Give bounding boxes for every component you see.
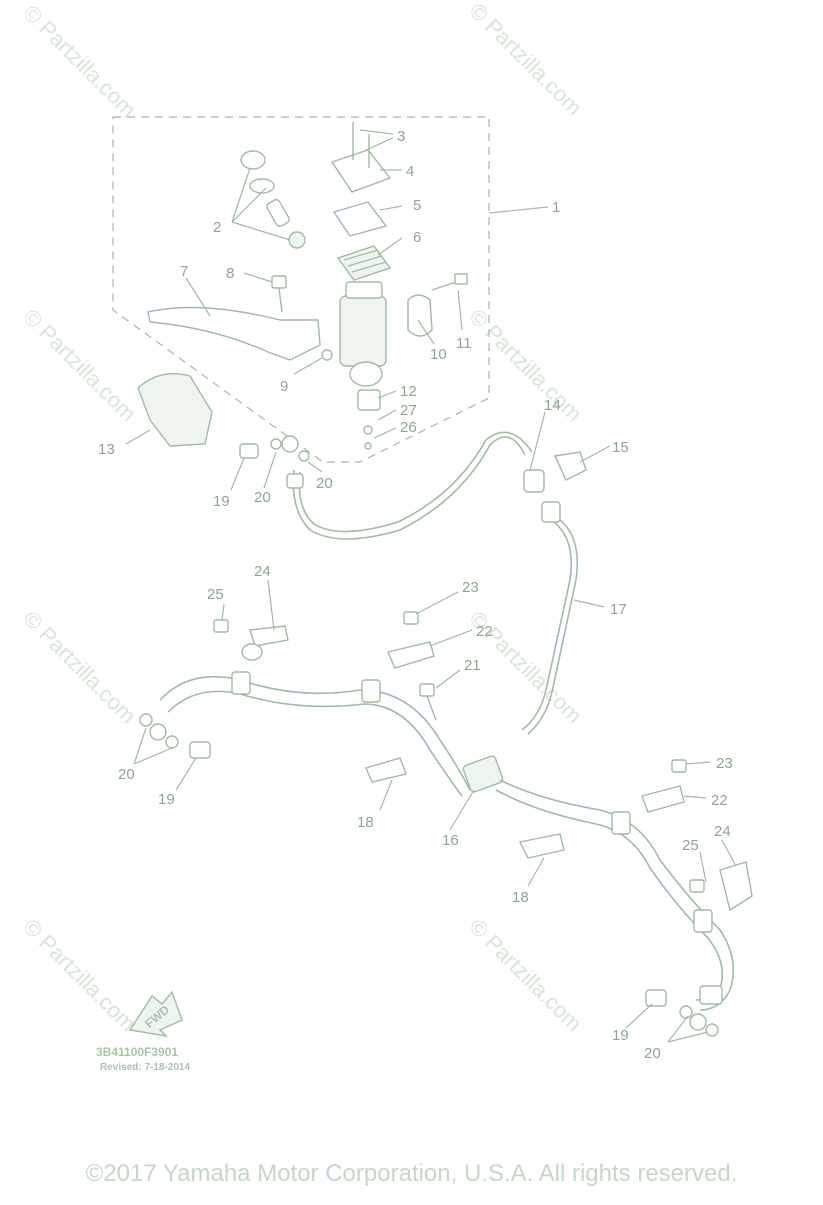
watermark: © Partzilla.com — [464, 304, 587, 427]
nut — [321, 349, 333, 361]
callout: 23 — [716, 755, 733, 772]
callout: 1 — [552, 199, 560, 216]
callout: 4 — [406, 163, 414, 180]
callout: 18 — [357, 814, 374, 831]
brake-switch — [363, 425, 373, 450]
leader-lines — [125, 129, 737, 1043]
watermarks: © Partzilla.com © Partzilla.com © Partzi… — [18, 0, 587, 1036]
callout: 25 — [207, 586, 224, 603]
clamps — [213, 611, 753, 912]
piston-kit — [240, 150, 306, 249]
callout: 20 — [644, 1045, 661, 1062]
lever-cover — [137, 373, 213, 447]
callout: 9 — [280, 378, 288, 395]
watermark: © Partzilla.com — [18, 606, 141, 729]
callout: 14 — [544, 397, 561, 414]
callout: 17 — [610, 601, 627, 618]
callout: 7 — [180, 263, 188, 280]
callouts: 3 4 5 6 1 2 7 8 9 10 11 12 27 26 13 14 1… — [98, 128, 733, 1062]
holder — [407, 273, 468, 337]
callout: 27 — [400, 402, 417, 419]
lower-hose-left — [139, 671, 471, 797]
watermark: © Partzilla.com — [18, 304, 141, 427]
callout: 19 — [612, 1027, 629, 1044]
hose-joint-upper — [523, 451, 587, 523]
callout: 25 — [682, 837, 699, 854]
callout: 20 — [254, 489, 271, 506]
callout: 12 — [400, 383, 417, 400]
copyright-notice: ©2017 Yamaha Motor Corporation, U.S.A. A… — [85, 1160, 738, 1187]
callout: 16 — [442, 832, 459, 849]
watermark: © Partzilla.com — [464, 914, 587, 1037]
diagram-code: 3B41100F3901 — [96, 1045, 178, 1059]
watermark: © Partzilla.com — [464, 0, 587, 120]
callout: 26 — [400, 419, 417, 436]
callout: 19 — [158, 791, 175, 808]
revised-date: Revised: 7-18-2014 — [100, 1062, 190, 1073]
callout: 3 — [397, 128, 405, 145]
lower-hose-right — [495, 779, 735, 1037]
watermark: © Partzilla.com — [18, 0, 141, 122]
three-way-joint — [462, 755, 504, 793]
reservoir-parts — [330, 122, 392, 281]
watermark: © Partzilla.com — [18, 914, 141, 1037]
callout: 20 — [118, 766, 135, 783]
assembly-boundary — [112, 116, 490, 463]
callout: 6 — [413, 229, 421, 246]
brake-lever — [147, 306, 321, 361]
callout: 18 — [512, 889, 529, 906]
callout: 21 — [464, 657, 481, 674]
upper-hose — [239, 431, 533, 540]
callout: 24 — [714, 823, 731, 840]
callout: 8 — [226, 265, 234, 282]
callout: 11 — [456, 335, 472, 352]
callout: 13 — [98, 441, 115, 458]
callout: 10 — [430, 346, 447, 363]
callout: 22 — [476, 623, 493, 640]
forward-arrow-icon: FWD — [128, 990, 183, 1038]
callout: 15 — [612, 439, 629, 456]
brake-pipe — [527, 519, 579, 735]
callout: 24 — [254, 563, 271, 580]
callout: 19 — [213, 493, 230, 510]
brake-pipe — [521, 521, 573, 731]
callout: 23 — [462, 579, 479, 596]
callout: 5 — [413, 197, 421, 214]
pivot-bolt — [271, 275, 287, 313]
master-cylinder — [339, 281, 387, 411]
callout: 22 — [711, 792, 728, 809]
callout: 20 — [316, 475, 333, 492]
callout: 2 — [213, 219, 221, 236]
